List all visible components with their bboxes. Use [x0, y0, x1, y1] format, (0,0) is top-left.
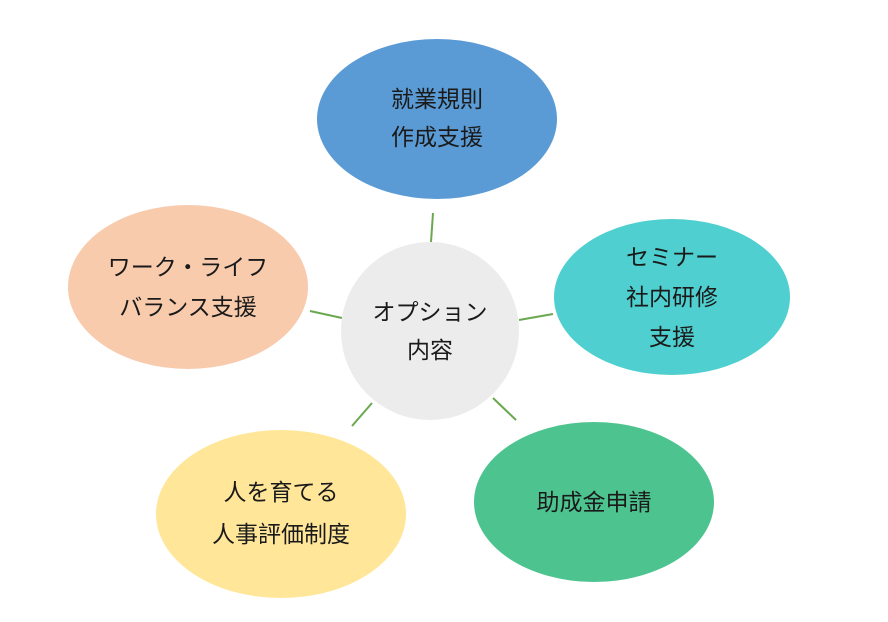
node-rules-shape [317, 39, 557, 199]
node-seminar-line-3: 支援 [649, 325, 695, 351]
node-evaluation-shape [156, 430, 406, 598]
connector-seminar [518, 313, 554, 321]
node-seminar-line-1: セミナー [626, 245, 718, 271]
node-evaluation: 人を育てる 人事評価制度 [156, 430, 406, 598]
node-subsidy-shape [474, 422, 714, 582]
connector-worklife [309, 310, 343, 319]
node-rules-line-2: 作成支援 [391, 125, 483, 151]
center-node-shape [341, 242, 519, 420]
node-seminar-line-2: 社内研修 [626, 285, 718, 311]
center-node-line-2: 内容 [407, 338, 453, 364]
connector-rules [430, 212, 434, 243]
connector-subsidy [492, 397, 517, 421]
connector-evaluation [351, 402, 373, 427]
node-worklife-line-2: バランス支援 [119, 295, 257, 321]
node-rules-line-1: 就業規則 [391, 87, 483, 113]
node-seminar-shape [554, 219, 790, 375]
node-evaluation-line-2: 人事評価制度 [212, 522, 350, 548]
node-evaluation-line-1: 人を育てる [224, 480, 339, 506]
node-worklife: ワーク・ライフ バランス支援 [68, 205, 308, 369]
center-node-line-1: オプション [373, 300, 488, 326]
node-rules: 就業規則 作成支援 [317, 39, 557, 199]
node-subsidy-line-1: 助成金申請 [537, 490, 652, 516]
node-worklife-line-1: ワーク・ライフ [108, 255, 269, 281]
node-subsidy: 助成金申請 [474, 422, 714, 582]
center-node: オプション 内容 [341, 242, 519, 420]
node-worklife-shape [68, 205, 308, 369]
node-seminar: セミナー 社内研修 支援 [554, 219, 790, 375]
